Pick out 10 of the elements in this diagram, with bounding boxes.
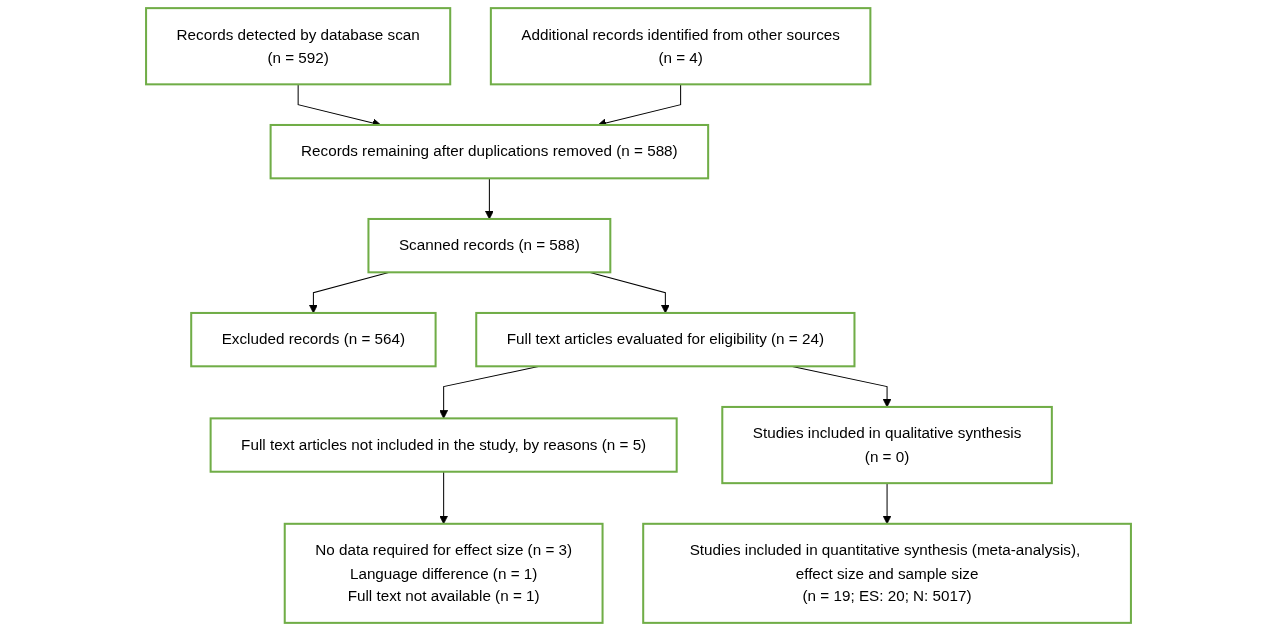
node-box: Scanned records (n = 588): [367, 217, 612, 274]
node-box: Records detected by database scan (n = 592): [145, 7, 452, 86]
node-box: Full text articles evaluated for eligibility (n = 24): [475, 311, 856, 368]
node-box: No data required for effect size (n = 3) Language difference (n = 1) Full text not available (n = 1): [283, 522, 604, 624]
node-box: Full text articles not included in the study, by reasons (n = 5): [209, 417, 678, 473]
node-box: Studies included in quantitative synthesis (meta-analysis), effect size and sample size (n = 19; ES: 20; N: 5017): [642, 522, 1132, 624]
node-box: Records remaining after duplications removed (n = 588): [269, 123, 710, 180]
node-box: Excluded records (n = 564): [190, 311, 437, 368]
node-box: Additional records identified from other sources (n = 4): [489, 7, 872, 86]
node-box: Studies included in qualitative synthesis (n = 0): [721, 405, 1053, 485]
